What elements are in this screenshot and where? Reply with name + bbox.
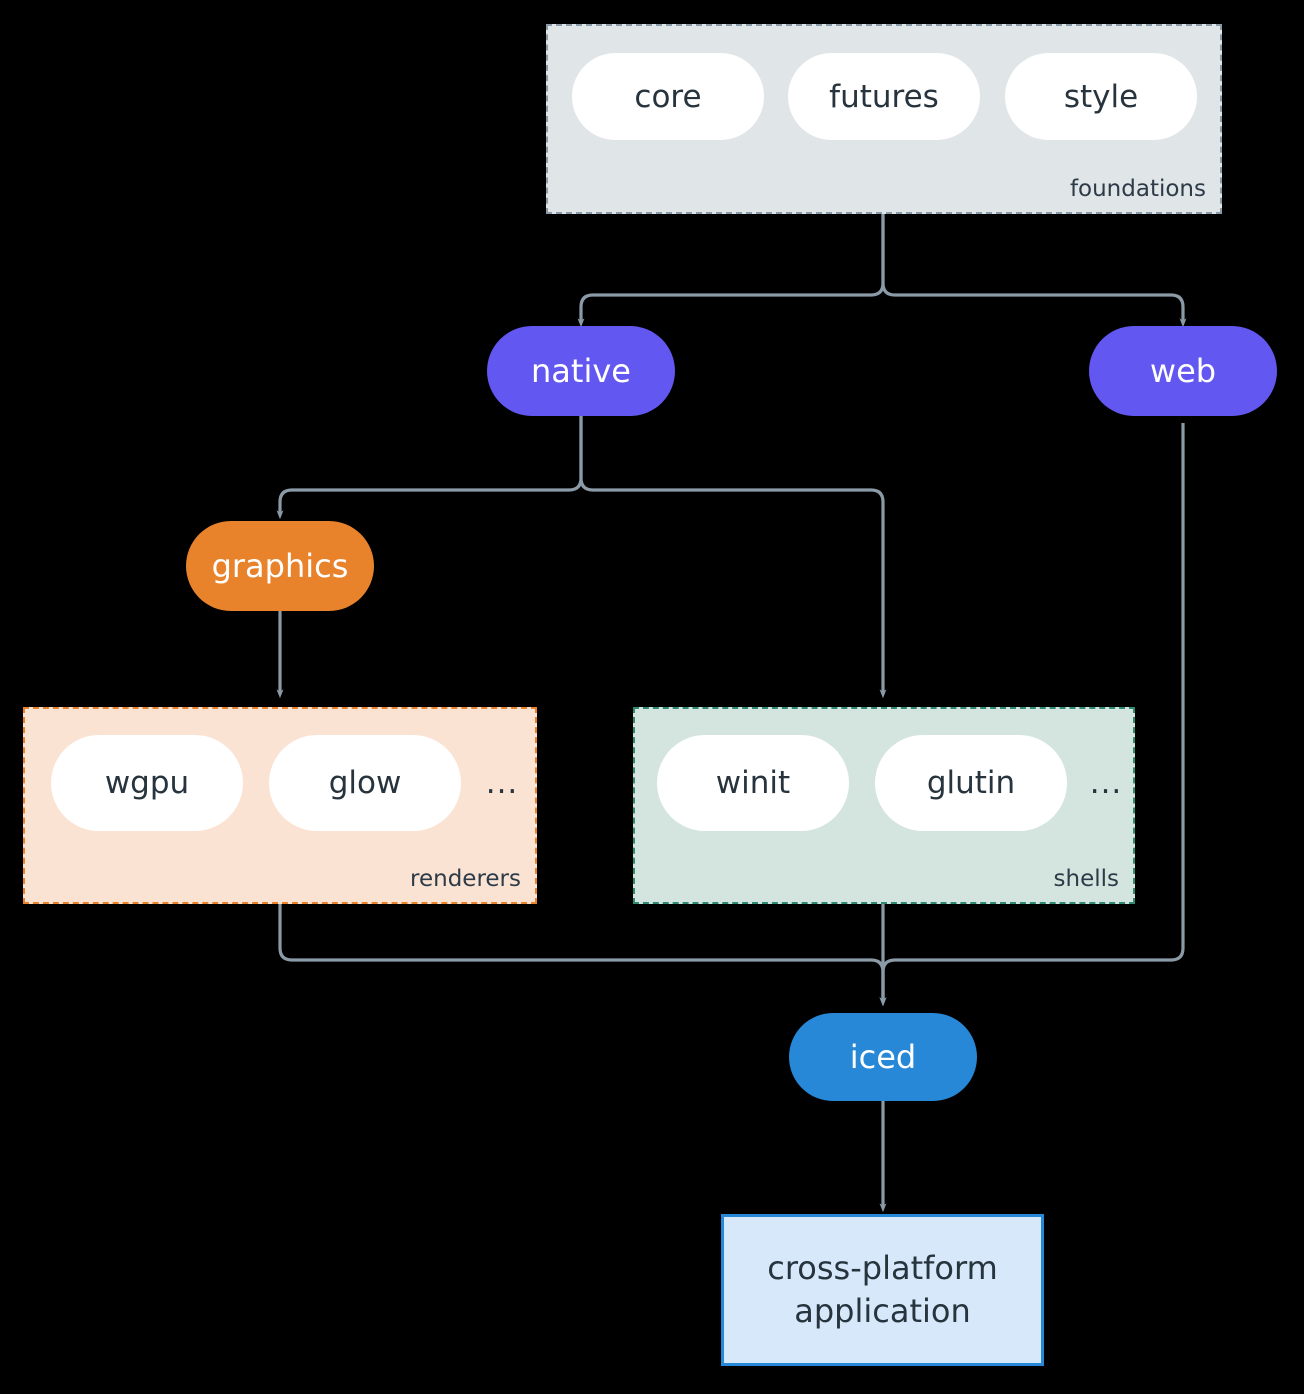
group-renderers-caption: renderers — [410, 866, 521, 892]
node-web[interactable]: web — [1089, 326, 1277, 416]
node-graphics[interactable]: graphics — [186, 521, 374, 611]
pill-winit[interactable]: winit — [657, 735, 849, 831]
edge-layer — [276, 214, 1187, 1213]
group-foundations: core futures style foundations — [546, 24, 1222, 214]
edge-foundations-native — [577, 214, 885, 328]
pill-style-label: style — [1063, 78, 1139, 115]
node-native[interactable]: native — [487, 326, 675, 416]
pill-glutin-label: glutin — [926, 765, 1016, 801]
node-native-label: native — [531, 352, 631, 390]
group-shells-caption: shells — [1053, 866, 1119, 892]
group-shells: winit glutin ... shells — [633, 707, 1135, 904]
edge-native-shells — [579, 414, 887, 699]
pill-core-label: core — [634, 78, 702, 115]
application-line-2: application — [794, 1292, 971, 1330]
application-line-1: cross-platform — [767, 1248, 998, 1287]
node-graphics-label: graphics — [211, 547, 349, 585]
pill-core[interactable]: core — [572, 53, 764, 140]
pill-winit-label: winit — [715, 765, 791, 801]
pill-glutin[interactable]: glutin — [875, 735, 1067, 831]
edge-foundations-web — [881, 214, 1187, 328]
pill-futures-label: futures — [829, 78, 939, 115]
pill-style[interactable]: style — [1005, 53, 1197, 140]
group-foundations-caption: foundations — [1069, 176, 1206, 202]
pill-glow-label: glow — [328, 765, 402, 801]
pill-wgpu[interactable]: wgpu — [51, 735, 243, 831]
pill-wgpu-label: wgpu — [104, 765, 190, 801]
renderers-ellipsis: ... — [485, 765, 519, 801]
node-iced-label: iced — [849, 1038, 917, 1076]
node-web-label: web — [1149, 352, 1217, 390]
node-application[interactable]: cross-platform application — [721, 1214, 1044, 1366]
node-iced[interactable]: iced — [789, 1013, 977, 1101]
edge-renderers-iced — [278, 903, 887, 1007]
shells-ellipsis: ... — [1089, 765, 1123, 801]
pill-glow[interactable]: glow — [269, 735, 461, 831]
group-renderers: wgpu glow ... renderers — [23, 707, 537, 904]
edge-web-iced — [879, 423, 1185, 1007]
edge-native-graphics — [276, 414, 583, 520]
pill-futures[interactable]: futures — [788, 53, 980, 140]
